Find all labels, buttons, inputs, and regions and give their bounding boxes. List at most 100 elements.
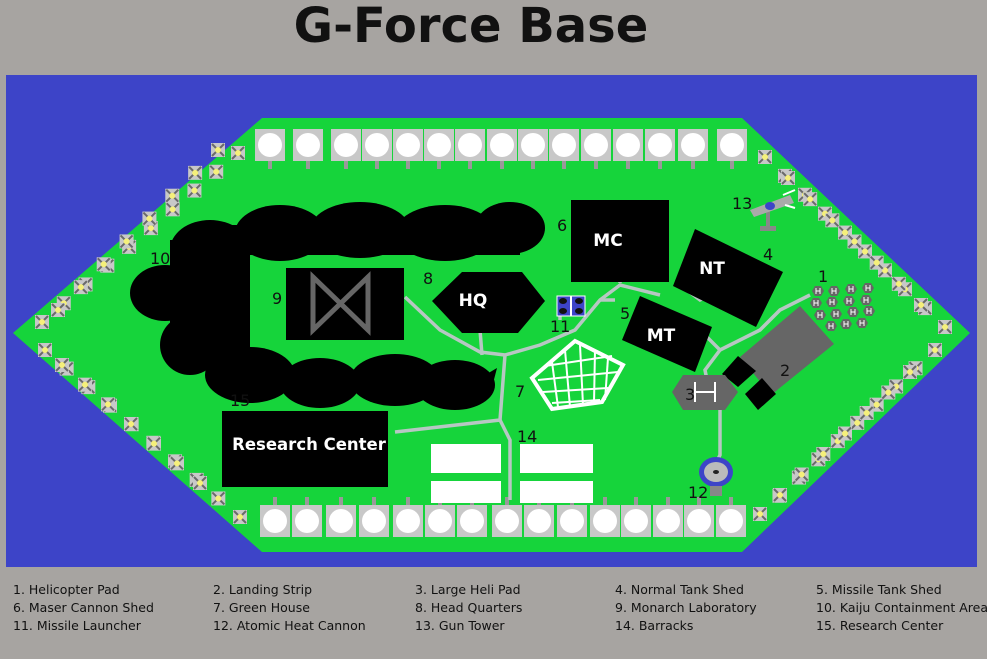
marker-1: 1	[818, 267, 828, 286]
edge-marker	[753, 507, 767, 521]
light-tile	[393, 497, 423, 537]
edge-marker	[73, 280, 88, 295]
legend-item: 9. Monarch Laboratory	[615, 600, 757, 615]
heli-pad	[828, 286, 840, 296]
legend-item: 15. Research Center	[816, 618, 944, 633]
edge-marker	[124, 417, 138, 431]
heli-pad	[843, 296, 855, 306]
light-tile	[717, 129, 747, 169]
light-tile	[457, 497, 487, 537]
legend-item: 4. Normal Tank Shed	[615, 582, 744, 597]
mt-label: MT	[647, 326, 676, 346]
marker-5: 5	[620, 304, 630, 323]
edge-marker	[825, 213, 840, 228]
light-tile	[678, 129, 708, 169]
marker-7: 7	[515, 382, 525, 401]
light-tile	[424, 129, 454, 169]
edge-marker	[859, 406, 874, 420]
edge-marker	[170, 456, 184, 471]
legend-column: 3. Large Heli Pad 8. Head Quarters 13. G…	[415, 581, 522, 635]
legend-column: 1. Helicopter Pad 6. Maser Cannon Shed 1…	[13, 581, 154, 635]
marker-12: 12	[688, 483, 708, 502]
marker-6: 6	[557, 216, 567, 235]
edge-marker	[165, 202, 180, 217]
heli-pad	[826, 297, 838, 307]
marker-13: 13	[732, 194, 752, 213]
legend-item: 3. Large Heli Pad	[415, 582, 521, 597]
legend-item: 14. Barracks	[615, 618, 694, 633]
heli-pad	[812, 286, 824, 296]
heli-pad	[863, 306, 875, 316]
edge-marker	[209, 164, 224, 179]
marker-2: 2	[780, 361, 790, 380]
legend-column: 2. Landing Strip 7. Green House 12. Atom…	[213, 581, 366, 635]
nt-label: NT	[699, 259, 725, 279]
top-light-row	[255, 129, 747, 169]
edge-marker	[233, 510, 247, 524]
light-tile	[293, 129, 323, 169]
research-center-label: Research Center	[232, 435, 387, 454]
edge-marker	[794, 467, 809, 482]
maser-cannon-shed	[571, 200, 669, 282]
legend-item: 2. Landing Strip	[213, 582, 313, 597]
edge-marker	[147, 436, 161, 451]
map-title: G-Force Base	[293, 0, 649, 54]
legend-item: 11. Missile Launcher	[13, 618, 141, 633]
edge-marker	[142, 211, 157, 226]
missile-launcher	[556, 295, 586, 317]
legend-item: 10. Kaiju Containment Area	[816, 600, 987, 615]
bottom-light-row	[260, 497, 746, 537]
marker-4: 4	[763, 245, 773, 264]
gun-tower	[750, 189, 796, 231]
research-center	[222, 411, 388, 487]
marker-3: 3	[685, 385, 695, 404]
edge-marker	[758, 150, 772, 164]
light-tile	[645, 129, 675, 169]
marker-14: 14	[517, 427, 537, 446]
edge-marker	[838, 426, 852, 441]
light-tile	[581, 129, 611, 169]
light-tile	[455, 129, 485, 169]
marker-11: 11	[550, 317, 570, 336]
legend-item: 12. Atomic Heat Cannon	[213, 618, 366, 633]
large-heli-pad	[672, 375, 738, 410]
atomic-heat-cannon	[699, 457, 733, 496]
edge-marker	[928, 343, 942, 357]
edge-marker	[773, 488, 787, 502]
green-house	[529, 338, 626, 412]
edge-marker	[55, 358, 69, 372]
edge-marker	[869, 255, 884, 270]
light-tile	[524, 497, 554, 537]
light-tile	[255, 129, 285, 169]
edge-marker	[188, 165, 203, 180]
normal-tank-shed	[673, 229, 783, 327]
marker-15: 15	[230, 391, 250, 410]
edge-marker	[51, 303, 65, 317]
edge-marker	[816, 447, 831, 461]
edge-marker	[78, 377, 92, 392]
heli-pad	[847, 307, 859, 317]
hq-label: HQ	[459, 291, 488, 311]
edge-marker	[881, 385, 896, 400]
edge-marker	[211, 143, 225, 157]
helicopter-pads	[810, 283, 875, 331]
edge-marker	[101, 397, 115, 412]
edge-marker	[847, 234, 862, 249]
light-tile	[326, 497, 356, 537]
legend-item: 8. Head Quarters	[415, 600, 523, 615]
light-tile	[492, 497, 522, 537]
missile-tank-shed	[622, 296, 712, 372]
paths	[394, 270, 811, 500]
edge-marker	[119, 234, 134, 249]
light-tile	[684, 497, 714, 537]
barracks	[431, 444, 593, 503]
marker-8: 8	[423, 269, 433, 288]
heli-pad	[856, 318, 868, 328]
light-tile	[292, 497, 322, 537]
edge-marker	[35, 315, 49, 329]
edge-marker	[96, 257, 111, 272]
heli-pad	[860, 295, 872, 305]
heli-pad	[862, 283, 874, 293]
legend-column: 5. Missile Tank Shed 10. Kaiju Containme…	[816, 581, 987, 635]
